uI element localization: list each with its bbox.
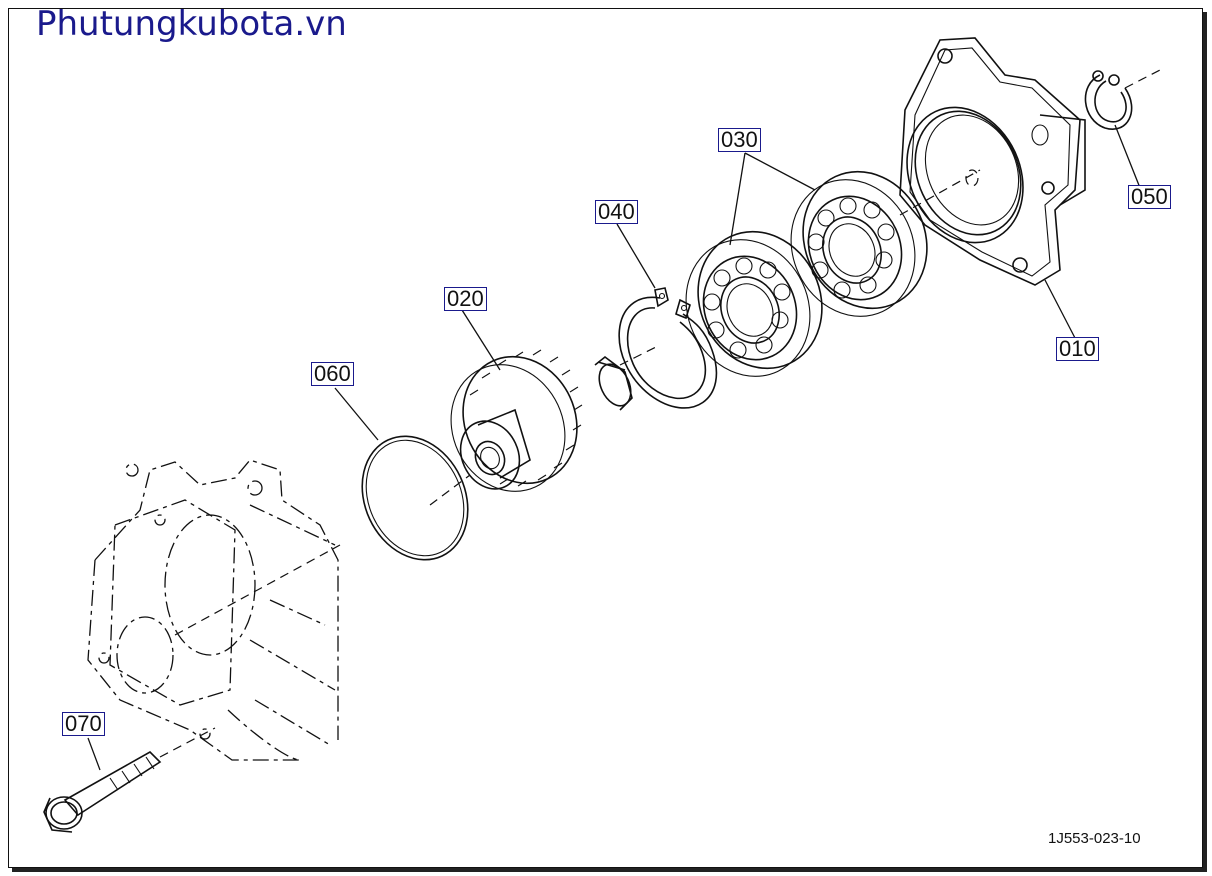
- drawing-number: 1J553-023-10: [1048, 830, 1141, 847]
- frame-shadow-bottom: [12, 868, 1207, 872]
- callout-040[interactable]: 040: [595, 200, 638, 224]
- leader-lines: [87, 124, 1149, 771]
- callout-050[interactable]: 050: [1128, 185, 1171, 209]
- callout-060[interactable]: 060: [311, 362, 354, 386]
- callout-030[interactable]: 030: [718, 128, 761, 152]
- part-040-internal-circlip: [618, 287, 718, 409]
- part-070-flange-bolt: [43, 727, 216, 833]
- part-010-bearing-housing: [899, 37, 1086, 286]
- part-020-idle-gear: [450, 349, 633, 492]
- part-030-ball-bearing-rear: [790, 170, 928, 317]
- assembly-axis: [174, 169, 981, 636]
- watermark-logo: Phutungkubota.vn: [36, 4, 347, 44]
- callout-010[interactable]: 010: [1056, 337, 1099, 361]
- diagram-frame: [8, 8, 1203, 868]
- callout-070[interactable]: 070: [62, 712, 105, 736]
- part-030-ball-bearing-front: [685, 230, 823, 377]
- part-060-o-ring: [361, 435, 469, 561]
- engine-housing-phantom: [87, 459, 339, 761]
- callout-020[interactable]: 020: [444, 287, 487, 311]
- frame-shadow-right: [1203, 12, 1207, 872]
- part-050-snap-ring: [1084, 69, 1161, 130]
